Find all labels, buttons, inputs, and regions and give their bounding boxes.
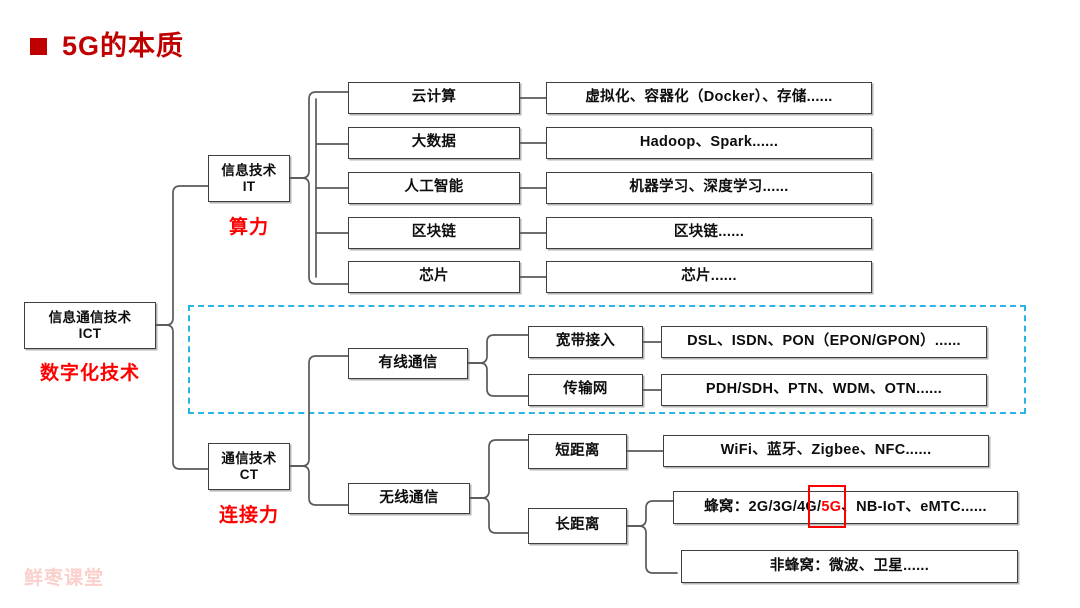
node-chip[interactable]: 芯片 bbox=[348, 261, 520, 293]
page-title: 5G的本质 bbox=[30, 33, 184, 60]
node-it[interactable]: 信息技术 IT bbox=[208, 155, 290, 202]
detail-broadband-access[interactable]: DSL、ISDN、PON（EPON/GPON）...... bbox=[661, 326, 987, 358]
5g-highlight-rect bbox=[808, 485, 846, 528]
detail-non-cellular[interactable]: 非蜂窝：微波、卫星...... bbox=[681, 550, 1018, 583]
node-long-range-label: 长距离 bbox=[555, 517, 600, 534]
node-ct-line2: CT bbox=[239, 466, 259, 482]
node-long-range[interactable]: 长距离 bbox=[528, 508, 627, 544]
detail-cellular-suffix: 、NB-IoT、eMTC...... bbox=[841, 498, 987, 515]
detail-broadband-access-label: DSL、ISDN、PON（EPON/GPON）...... bbox=[687, 333, 961, 350]
caption-it: 算力 bbox=[228, 217, 269, 238]
detail-chip-label: 芯片...... bbox=[681, 268, 737, 285]
detail-cellular-label: 蜂窝：2G/3G/4G/5G、NB-IoT、eMTC...... bbox=[704, 499, 987, 516]
node-chip-label: 芯片 bbox=[419, 268, 449, 285]
node-blockchain-label: 区块链 bbox=[411, 224, 457, 241]
detail-short-range-label: WiFi、蓝牙、Zigbee、NFC...... bbox=[720, 442, 932, 459]
node-wired-communication-label: 有线通信 bbox=[378, 354, 438, 371]
detail-cloud-computing-label: 虚拟化、容器化（Docker）、存储...... bbox=[585, 89, 833, 106]
node-blockchain[interactable]: 区块链 bbox=[348, 217, 520, 249]
detail-big-data-label: Hadoop、Spark...... bbox=[639, 134, 779, 151]
bullet-square-icon bbox=[30, 38, 47, 55]
detail-short-range[interactable]: WiFi、蓝牙、Zigbee、NFC...... bbox=[663, 435, 989, 467]
detail-big-data[interactable]: Hadoop、Spark...... bbox=[546, 127, 872, 159]
node-broadband-access-label: 宽带接入 bbox=[555, 333, 616, 350]
detail-cloud-computing[interactable]: 虚拟化、容器化（Docker）、存储...... bbox=[546, 82, 872, 114]
node-it-line1: 信息技术 bbox=[221, 162, 277, 178]
node-ai[interactable]: 人工智能 bbox=[348, 172, 520, 204]
node-big-data[interactable]: 大数据 bbox=[348, 127, 520, 159]
detail-cellular-prefix: 蜂窝：2G/3G/4G/ bbox=[704, 498, 822, 515]
node-transport-network[interactable]: 传输网 bbox=[528, 374, 643, 406]
node-big-data-label: 大数据 bbox=[411, 134, 457, 151]
node-ct-line1: 通信技术 bbox=[221, 450, 277, 466]
node-it-line2: IT bbox=[242, 178, 256, 194]
detail-transport-network[interactable]: PDH/SDH、PTN、WDM、OTN...... bbox=[661, 374, 987, 406]
node-ct[interactable]: 通信技术 CT bbox=[208, 443, 290, 490]
node-wireless-communication[interactable]: 无线通信 bbox=[348, 483, 470, 514]
node-wireless-communication-label: 无线通信 bbox=[379, 489, 439, 506]
detail-ai[interactable]: 机器学习、深度学习...... bbox=[546, 172, 872, 204]
watermark: 鲜枣课堂 bbox=[24, 568, 105, 589]
node-cloud-computing-label: 云计算 bbox=[411, 89, 457, 106]
detail-ai-label: 机器学习、深度学习...... bbox=[629, 179, 789, 196]
page-title-text: 5G的本质 bbox=[62, 31, 185, 61]
detail-cellular-5g: 5G bbox=[821, 498, 842, 515]
detail-blockchain-label: 区块链...... bbox=[673, 224, 745, 241]
node-transport-network-label: 传输网 bbox=[563, 381, 608, 398]
node-ict-line1: 信息通信技术 bbox=[48, 309, 132, 325]
caption-ct: 连接力 bbox=[218, 505, 279, 526]
node-short-range-label: 短距离 bbox=[555, 442, 600, 459]
node-wired-communication[interactable]: 有线通信 bbox=[348, 348, 468, 379]
detail-chip[interactable]: 芯片...... bbox=[546, 261, 872, 293]
caption-ict: 数字化技术 bbox=[39, 363, 140, 384]
node-ict[interactable]: 信息通信技术 ICT bbox=[24, 302, 156, 349]
node-short-range[interactable]: 短距离 bbox=[528, 434, 627, 469]
node-cloud-computing[interactable]: 云计算 bbox=[348, 82, 520, 114]
node-broadband-access[interactable]: 宽带接入 bbox=[528, 326, 643, 358]
detail-blockchain[interactable]: 区块链...... bbox=[546, 217, 872, 249]
detail-non-cellular-label: 非蜂窝：微波、卫星...... bbox=[769, 557, 930, 574]
node-ict-line2: ICT bbox=[78, 325, 102, 341]
node-ai-label: 人工智能 bbox=[404, 179, 464, 196]
detail-transport-network-label: PDH/SDH、PTN、WDM、OTN...... bbox=[705, 381, 943, 398]
